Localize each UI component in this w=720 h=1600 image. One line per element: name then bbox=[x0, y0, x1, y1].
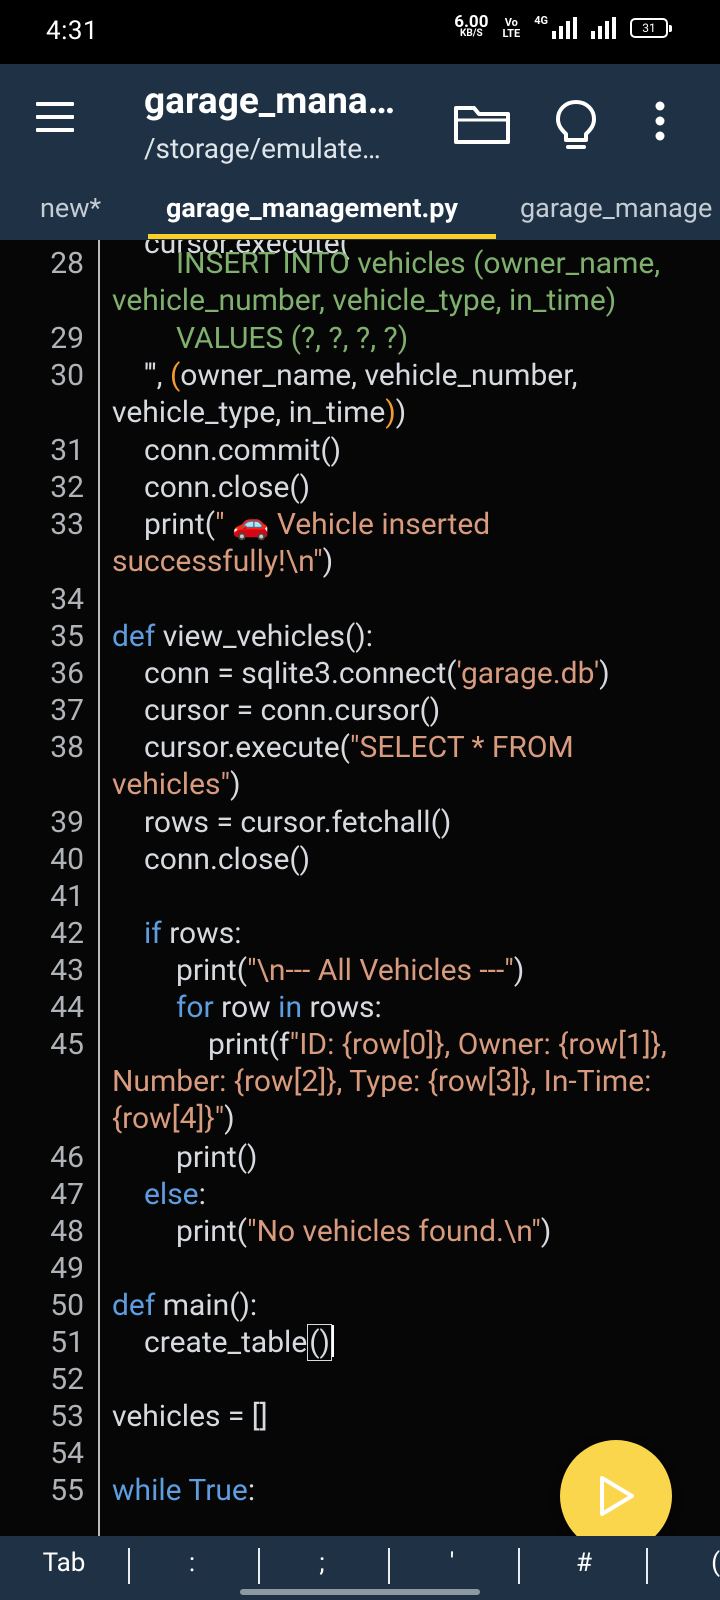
line-number: 46 bbox=[50, 1140, 84, 1175]
line-number: 45 bbox=[50, 1027, 84, 1062]
line-number: 38 bbox=[50, 730, 84, 765]
line-number: 51 bbox=[50, 1325, 84, 1360]
code-editor[interactable]: cursor.execute(''' 28 29 30 31 32 33 34 … bbox=[0, 240, 720, 1536]
line-number: 36 bbox=[50, 656, 84, 691]
line-number: 50 bbox=[50, 1288, 84, 1323]
file-path: /storage/emulate… bbox=[144, 132, 381, 165]
code-line-38-wrap: vehicles") bbox=[112, 767, 241, 802]
signal-icon-2 bbox=[591, 17, 616, 39]
code-line-30-wrap: vehicle_type, in_time)) bbox=[112, 395, 407, 430]
code-line-43: print("\n--- All Vehicles ---") bbox=[176, 953, 525, 988]
code-line-45: print(f"ID: {row[0]}, Owner: {row[1]}, bbox=[208, 1027, 667, 1062]
run-button[interactable] bbox=[560, 1440, 672, 1552]
active-tab-indicator bbox=[148, 234, 496, 239]
symbol-separator bbox=[518, 1548, 520, 1584]
tab-garage-management[interactable]: garage_management.py bbox=[166, 192, 458, 224]
line-number: 40 bbox=[50, 842, 84, 877]
symbol-key-tab[interactable]: Tab bbox=[42, 1548, 86, 1578]
code-line-47: else: bbox=[144, 1177, 206, 1212]
line-number: 30 bbox=[50, 358, 84, 393]
code-line-38: cursor.execute("SELECT * FROM bbox=[144, 730, 574, 765]
folder-icon[interactable] bbox=[452, 94, 512, 154]
code-line-46: print() bbox=[176, 1140, 258, 1175]
code-line-37: cursor = conn.cursor() bbox=[144, 693, 441, 728]
code-line-30: ''', (owner_name, vehicle_number, bbox=[144, 358, 578, 393]
line-number: 29 bbox=[50, 321, 84, 356]
line-number: 28 bbox=[50, 246, 84, 281]
gutter-divider bbox=[98, 240, 100, 1536]
more-vert-icon[interactable] bbox=[640, 94, 700, 154]
code-line-29: VALUES (?, ?, ?, ?) bbox=[176, 321, 409, 356]
line-number: 31 bbox=[50, 433, 84, 468]
code-line-39: rows = cursor.fetchall() bbox=[144, 805, 452, 840]
symbol-key-hash[interactable]: # bbox=[575, 1548, 592, 1578]
code-line-36: conn = sqlite3.connect('garage.db') bbox=[144, 656, 610, 691]
code-line-35: def view_vehicles(): bbox=[112, 619, 373, 654]
code-line-45-wrap-2: {row[4]}") bbox=[112, 1101, 235, 1136]
line-number: 48 bbox=[50, 1214, 84, 1249]
line-number: 47 bbox=[50, 1177, 84, 1212]
volte-icon: Vo LTE bbox=[502, 16, 521, 40]
line-number: 39 bbox=[50, 805, 84, 840]
line-number: 53 bbox=[50, 1399, 84, 1434]
code-line-53: vehicles = [] bbox=[112, 1399, 268, 1434]
code-line-31: conn.commit() bbox=[144, 433, 342, 468]
network-type: 4G bbox=[534, 13, 548, 27]
play-icon bbox=[600, 1476, 634, 1516]
symbol-separator bbox=[646, 1548, 648, 1584]
code-line-42: if rows: bbox=[144, 916, 242, 951]
line-number: 49 bbox=[50, 1251, 84, 1286]
code-line-45-wrap-1: Number: {row[2]}, Type: {row[3]}, In-Tim… bbox=[112, 1064, 652, 1099]
code-line-32: conn.close() bbox=[144, 470, 311, 505]
line-number: 37 bbox=[50, 693, 84, 728]
gesture-bar[interactable] bbox=[240, 1589, 480, 1595]
partial-code-line: cursor.execute(''' bbox=[144, 240, 363, 261]
line-number: 41 bbox=[50, 879, 84, 914]
signal-icon bbox=[552, 17, 577, 39]
symbol-separator bbox=[258, 1548, 260, 1584]
file-title: garage_mana… bbox=[144, 80, 396, 123]
line-number: 52 bbox=[50, 1362, 84, 1397]
symbol-key-colon[interactable]: : bbox=[188, 1548, 196, 1578]
status-time: 4:31 bbox=[46, 16, 99, 46]
menu-icon[interactable] bbox=[36, 102, 76, 134]
symbol-key-semicolon[interactable]: ; bbox=[319, 1548, 325, 1578]
matched-paren: () bbox=[307, 1324, 332, 1361]
code-line-48: print("No vehicles found.\n") bbox=[176, 1214, 552, 1249]
line-number: 33 bbox=[50, 507, 84, 542]
code-line-28: INSERT INTO vehicles (owner_name, bbox=[176, 246, 661, 281]
tab-new[interactable]: new* bbox=[40, 192, 102, 224]
code-line-40: conn.close() bbox=[144, 842, 311, 877]
tab-garage-manage-other[interactable]: garage_manage bbox=[520, 192, 713, 224]
code-line-33-wrap: successfully!\n") bbox=[112, 544, 334, 579]
file-tabs: new* garage_management.py garage_manage bbox=[0, 174, 720, 240]
code-line-51: create_table() bbox=[112, 1324, 717, 1361]
line-number: 43 bbox=[50, 953, 84, 988]
network-speed: 6.00 KB/S bbox=[454, 12, 489, 40]
code-line-55: while True: bbox=[112, 1473, 256, 1508]
line-number: 34 bbox=[50, 582, 84, 617]
line-number: 32 bbox=[50, 470, 84, 505]
symbol-separator bbox=[388, 1548, 390, 1584]
battery-icon: 31 bbox=[630, 18, 672, 38]
code-line-44: for row in rows: bbox=[176, 990, 382, 1025]
symbol-key-paren[interactable]: ( bbox=[711, 1548, 720, 1578]
line-number: 42 bbox=[50, 916, 84, 951]
app-bar: garage_mana… /storage/emulate… bbox=[0, 64, 720, 174]
lightbulb-icon[interactable] bbox=[546, 94, 606, 154]
code-line-28-wrap: vehicle_number, vehicle_type, in_time) bbox=[112, 283, 617, 318]
symbol-key-quote[interactable]: ' bbox=[449, 1548, 455, 1578]
line-number: 54 bbox=[50, 1436, 84, 1471]
status-bar: 4:31 6.00 KB/S Vo LTE 4G 31 bbox=[0, 0, 720, 64]
code-line-33: print(" 🚗 Vehicle inserted bbox=[144, 507, 491, 542]
symbol-separator bbox=[128, 1548, 130, 1584]
text-cursor bbox=[331, 1325, 334, 1357]
line-number: 44 bbox=[50, 990, 84, 1025]
line-number: 35 bbox=[50, 619, 84, 654]
code-line-50: def main(): bbox=[112, 1288, 258, 1323]
line-number: 55 bbox=[50, 1473, 84, 1508]
status-icons: 6.00 KB/S Vo LTE 4G 31 bbox=[454, 12, 672, 40]
